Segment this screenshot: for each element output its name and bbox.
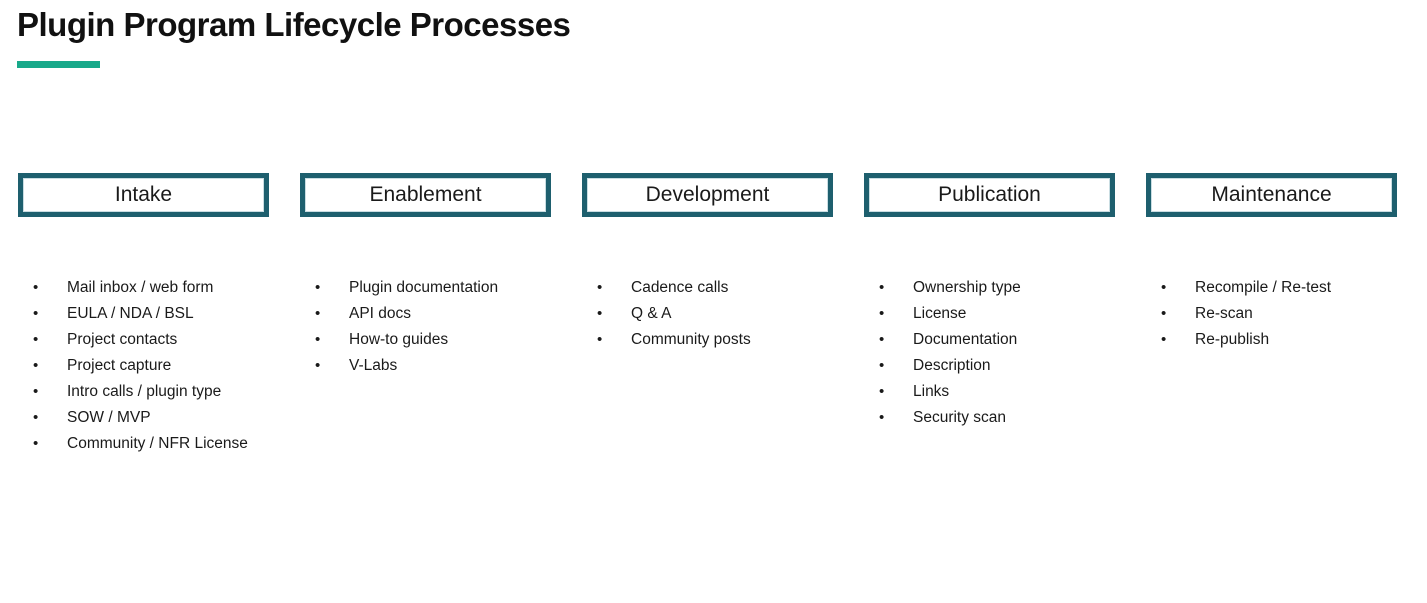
list-item: License <box>864 301 1115 327</box>
list-item: Re-scan <box>1146 301 1397 327</box>
list-item: EULA / NDA / BSL <box>18 301 269 327</box>
list-item: Project contacts <box>18 327 269 353</box>
list-item: Intro calls / plugin type <box>18 379 269 405</box>
stage-items-intake: Mail inbox / web formEULA / NDA / BSLPro… <box>18 275 269 457</box>
stage-column-development: Development Cadence callsQ & ACommunity … <box>582 173 833 457</box>
stage-items-development: Cadence callsQ & ACommunity posts <box>582 275 833 353</box>
list-item: Ownership type <box>864 275 1115 301</box>
list-item: Community / NFR License <box>18 431 269 457</box>
stage-column-maintenance: Maintenance Recompile / Re-testRe-scanRe… <box>1146 173 1397 457</box>
stage-items-publication: Ownership typeLicenseDocumentationDescri… <box>864 275 1115 431</box>
stage-header-enablement: Enablement <box>300 173 551 217</box>
page-title: Plugin Program Lifecycle Processes <box>17 6 571 43</box>
list-item: V-Labs <box>300 353 551 379</box>
stage-label: Maintenance <box>1211 183 1332 206</box>
list-item: Documentation <box>864 327 1115 353</box>
lifecycle-stages: Intake Mail inbox / web formEULA / NDA /… <box>18 173 1397 457</box>
list-item: Project capture <box>18 353 269 379</box>
stage-label: Development <box>645 183 770 206</box>
list-item: Description <box>864 353 1115 379</box>
stage-items-enablement: Plugin documentationAPI docsHow-to guide… <box>300 275 551 379</box>
list-item: Re-publish <box>1146 327 1397 353</box>
title-accent-rule <box>17 61 100 68</box>
list-item: Mail inbox / web form <box>18 275 269 301</box>
stage-label: Enablement <box>369 183 482 206</box>
list-item: Security scan <box>864 405 1115 431</box>
stage-items-maintenance: Recompile / Re-testRe-scanRe-publish <box>1146 275 1397 353</box>
list-item: Community posts <box>582 327 833 353</box>
stage-header-publication: Publication <box>864 173 1115 217</box>
stage-header-maintenance: Maintenance <box>1146 173 1397 217</box>
stage-label: Publication <box>938 183 1041 206</box>
list-item: API docs <box>300 301 551 327</box>
list-item: Links <box>864 379 1115 405</box>
list-item: Q & A <box>582 301 833 327</box>
stage-header-intake: Intake <box>18 173 269 217</box>
list-item: Cadence calls <box>582 275 833 301</box>
stage-label: Intake <box>114 183 173 206</box>
stage-column-publication: Publication Ownership typeLicenseDocumen… <box>864 173 1115 457</box>
stage-column-intake: Intake Mail inbox / web formEULA / NDA /… <box>18 173 269 457</box>
list-item: SOW / MVP <box>18 405 269 431</box>
stage-header-development: Development <box>582 173 833 217</box>
list-item: How-to guides <box>300 327 551 353</box>
list-item: Recompile / Re-test <box>1146 275 1397 301</box>
stage-column-enablement: Enablement Plugin documentationAPI docsH… <box>300 173 551 457</box>
list-item: Plugin documentation <box>300 275 551 301</box>
